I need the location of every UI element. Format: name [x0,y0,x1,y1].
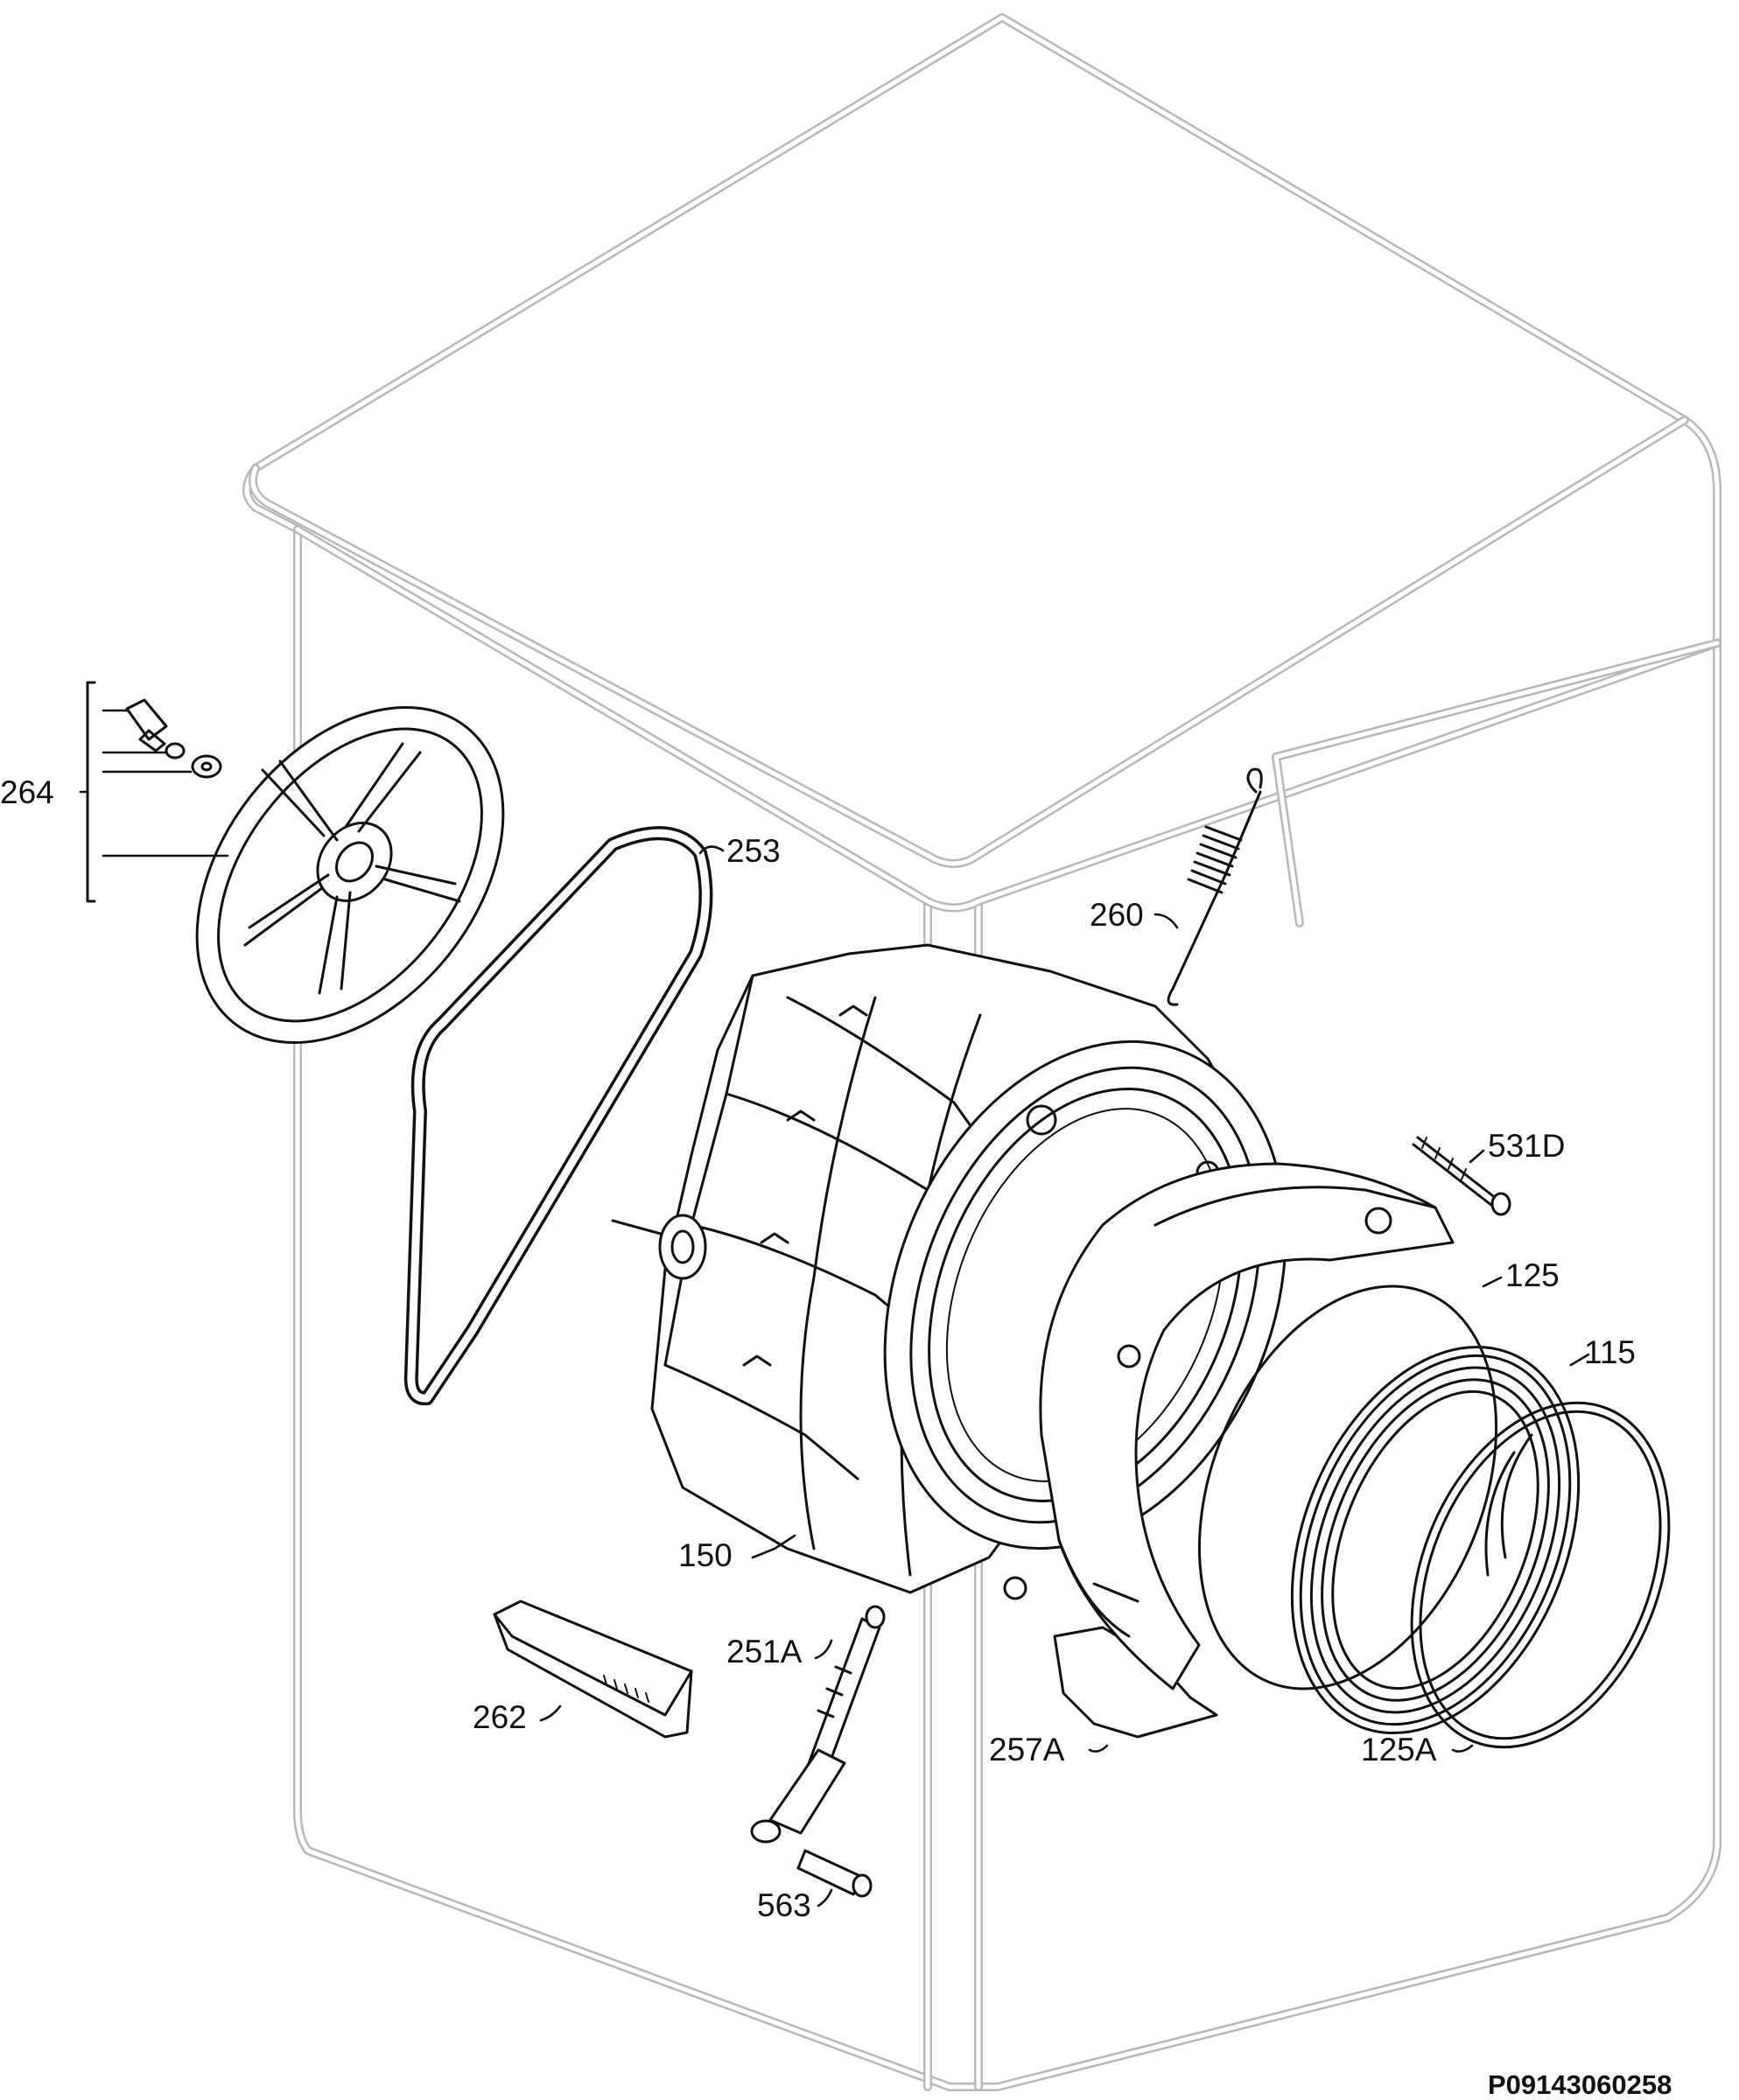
leader-253 [698,845,725,855]
label-253: 253 [726,833,781,869]
part-251a-damper [750,1605,886,1844]
part-264-bracket [79,681,229,903]
part-264-bolt [125,698,168,752]
drawing-code: P09143060258 [1488,2069,1672,2100]
label-115: 115 [1584,1334,1636,1370]
leader-257a [1088,1744,1109,1753]
leader-150 [751,1534,796,1559]
part-262-handle [493,1600,693,1739]
label-260: 260 [1090,897,1144,933]
leader-125 [1482,1276,1503,1288]
leader-262 [539,1704,562,1722]
leader-531d [1469,1149,1485,1164]
label-150: 150 [678,1537,733,1573]
part-563-pin [796,1849,873,1898]
leader-260 [1153,913,1179,929]
part-531d-screw [1412,1136,1511,1216]
label-262: 262 [473,1699,527,1735]
part-115-seal [1290,1345,1581,1735]
part-125-ring [1197,1284,1498,1690]
label-125: 125 [1505,1257,1560,1293]
leader-251a [814,1639,833,1660]
part-260-spring [1167,767,1263,1006]
part-264-washer [165,742,222,779]
label-251a: 251A [726,1634,803,1670]
leader-125a [1451,1744,1474,1753]
label-125a: 125A [1361,1732,1437,1768]
label-563: 563 [757,1887,811,1923]
part-125a-clamp [1410,1401,1671,1749]
leader-563 [817,1888,833,1908]
label-264: 264 [0,774,54,810]
part-264-pulley [195,705,505,1045]
leader-115 [1569,1353,1590,1367]
label-531d: 531D [1488,1128,1565,1164]
label-257a: 257A [989,1732,1065,1768]
part-257a-front-tub [1039,1162,1455,1739]
part-253-belt [403,826,713,1406]
